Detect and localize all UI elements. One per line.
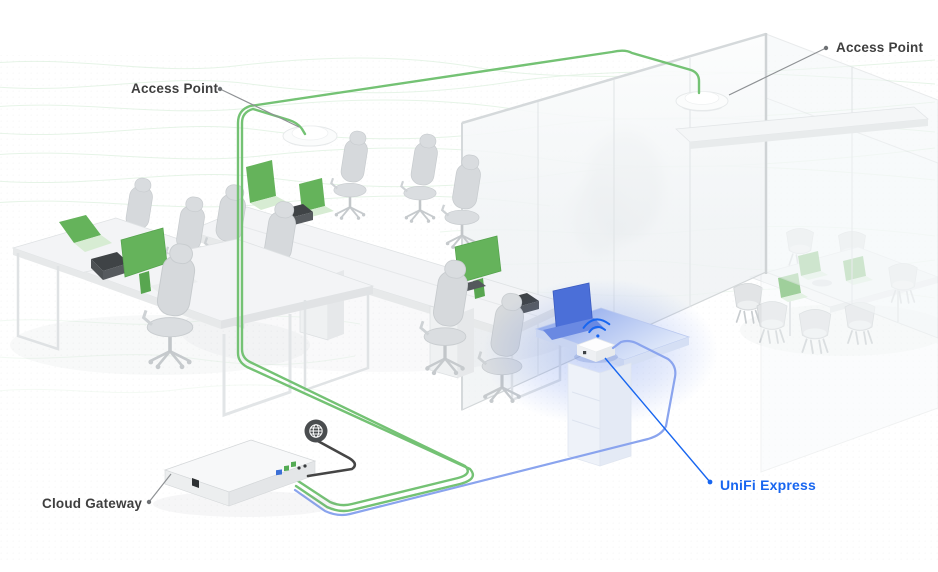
cable-to-left-ap xyxy=(240,107,469,507)
ethernet-cable-blue xyxy=(293,339,677,517)
gateway-logo xyxy=(192,478,199,488)
access-point-left-label: Access Point xyxy=(131,81,218,96)
printer xyxy=(91,252,129,280)
internet-cable xyxy=(306,438,357,478)
access-point-right-device xyxy=(675,91,729,112)
ethernet-cables-green xyxy=(236,49,701,513)
globe-icon xyxy=(304,419,328,443)
access-point-right-label: Access Point xyxy=(836,40,923,55)
desk-front xyxy=(85,272,221,329)
callout-access-point-right xyxy=(728,45,829,96)
access-point-left-device xyxy=(282,125,338,147)
desk-cluster-left xyxy=(10,175,375,418)
unifi-express-label: UniFi Express xyxy=(720,477,816,493)
callout-unifi-express xyxy=(604,357,713,485)
ceiling-light xyxy=(675,106,929,149)
unifi-express-desk xyxy=(482,278,718,467)
gateway-ports xyxy=(276,461,307,476)
gateway-shadow xyxy=(153,491,337,517)
cloud-gateway-label: Cloud Gateway xyxy=(42,496,142,511)
desk-leg-frame xyxy=(303,291,370,392)
desk-side xyxy=(221,286,373,329)
desk-pedestal xyxy=(567,362,632,467)
green-laptop xyxy=(59,215,112,252)
green-laptop xyxy=(246,160,334,217)
callout-cloud-gateway xyxy=(146,473,172,505)
callout-access-point-left xyxy=(217,86,300,128)
desk-leg-frame xyxy=(16,253,60,351)
desk-leg-frame xyxy=(222,314,292,418)
wifi-signal-icon xyxy=(582,318,611,338)
cable-to-right-ap xyxy=(236,49,701,513)
cluster-shadow xyxy=(10,315,310,375)
green-monitor xyxy=(120,227,198,294)
cloud-gateway-device xyxy=(153,439,337,517)
glass-wall-right xyxy=(760,33,938,473)
